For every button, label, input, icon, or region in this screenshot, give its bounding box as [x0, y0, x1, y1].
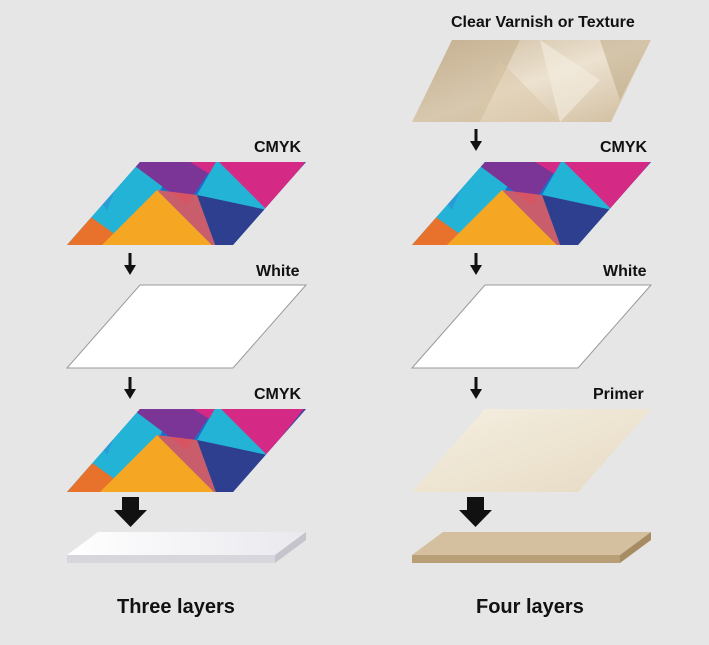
left-big-arrow	[114, 497, 147, 527]
left-bottom-label: CMYK	[254, 386, 302, 403]
left-cmyk-top-layer	[67, 162, 306, 245]
right-cmyk-layer	[412, 162, 651, 245]
left-white-layer	[65, 284, 308, 369]
left-middle-label: White	[256, 263, 300, 280]
right-down-arrow-1	[470, 129, 482, 151]
left-down-arrow-1	[124, 253, 136, 275]
left-cmyk-bottom-layer	[67, 409, 306, 492]
left-caption: Three layers	[117, 596, 235, 618]
right-white-layer	[410, 284, 653, 369]
left-clear-substrate	[67, 532, 306, 563]
right-bottom-label: Primer	[593, 386, 644, 403]
right-wood-substrate	[412, 532, 651, 563]
right-big-arrow	[459, 497, 492, 527]
right-caption: Four layers	[476, 596, 584, 618]
right-primer-layer	[412, 409, 651, 492]
left-down-arrow-2	[124, 377, 136, 399]
right-varnish-layer	[412, 40, 651, 122]
right-top-label: Clear Varnish or Texture	[451, 14, 635, 31]
right-down-arrow-3	[470, 377, 482, 399]
right-second-label: CMYK	[600, 139, 648, 156]
left-top-label: CMYK	[254, 139, 302, 156]
right-third-label: White	[603, 263, 647, 280]
right-down-arrow-2	[470, 253, 482, 275]
